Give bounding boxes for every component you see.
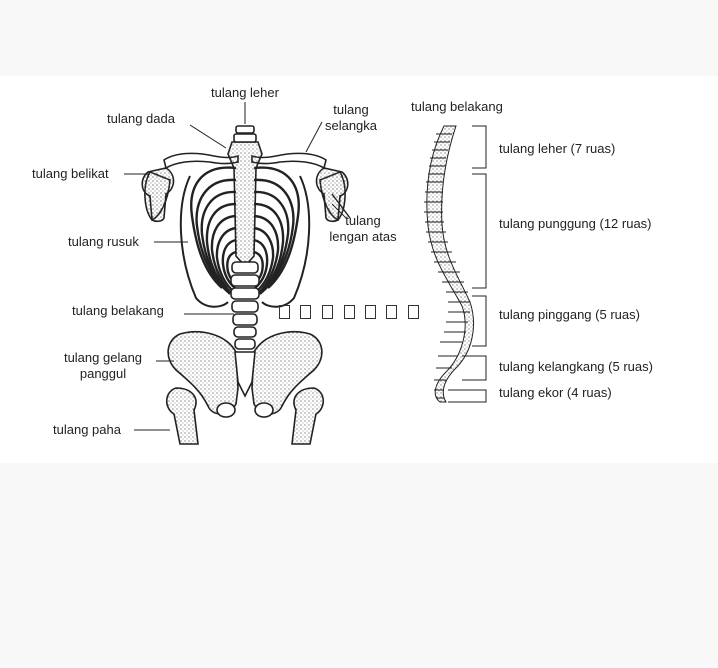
label-tulang-gelang-panggul-line1: tulang gelang [63, 350, 143, 365]
label-tulang-gelang-panggul-line2: panggul [79, 366, 127, 381]
spine-segment-coccyx: tulang ekor (4 ruas) [499, 385, 612, 400]
skeleton-drawing [124, 102, 487, 445]
label-tulang-rusuk: tulang rusuk [68, 234, 139, 249]
torso-skeleton [141, 125, 351, 445]
spine-segment-cervical: tulang leher (7 ruas) [499, 141, 616, 156]
label-tulang-lengan-atas: tulang lengan atas [318, 213, 408, 245]
label-tulang-leher: tulang leher [211, 85, 279, 100]
spine-brackets [448, 125, 487, 403]
spine-side-view [424, 125, 474, 403]
sternum [227, 141, 263, 268]
spine-segment-lumbar: tulang pinggang (5 ruas) [499, 307, 640, 322]
femur-right [291, 387, 325, 445]
label-tulang-paha: tulang paha [53, 422, 121, 437]
glyph-box [279, 305, 290, 319]
clavicle-left [163, 152, 239, 170]
label-tulang-gelang-panggul: tulang gelang panggul [50, 350, 156, 382]
glyph-box [386, 305, 397, 319]
sacrum [234, 351, 256, 398]
label-tulang-lengan-atas-line1: tulang [345, 213, 381, 228]
label-tulang-belikat: tulang belikat [32, 166, 109, 181]
torso-leader-lines [124, 102, 347, 431]
label-tulang-lengan-atas-line2: lengan atas [329, 229, 397, 244]
glyph-box [344, 305, 355, 319]
spine-segment-thoracic: tulang punggung (12 ruas) [499, 216, 652, 231]
femur-left [165, 387, 199, 445]
spine-title: tulang belakang [411, 99, 503, 114]
lumbar-vertebrae [230, 261, 260, 350]
label-tulang-belakang-torso: tulang belakang [72, 303, 164, 318]
skeleton-figure: tulang leher tulang dada tulang selangka… [0, 76, 718, 463]
glyph-box [408, 305, 419, 319]
rib-cage [179, 166, 311, 308]
humerus-left [141, 167, 175, 223]
glyph-box [365, 305, 376, 319]
label-tulang-selangka: tulang selangka [316, 102, 386, 134]
clavicle-right [251, 152, 327, 170]
label-tulang-selangka-line1: tulang [333, 102, 369, 117]
glyph-box [322, 305, 333, 319]
glyph-box [300, 305, 311, 319]
label-tulang-dada: tulang dada [107, 111, 175, 126]
vertebra-ridges [424, 133, 470, 399]
label-tulang-selangka-line2: selangka [324, 118, 378, 133]
spine-segment-sacral: tulang kelangkang (5 ruas) [499, 359, 653, 374]
